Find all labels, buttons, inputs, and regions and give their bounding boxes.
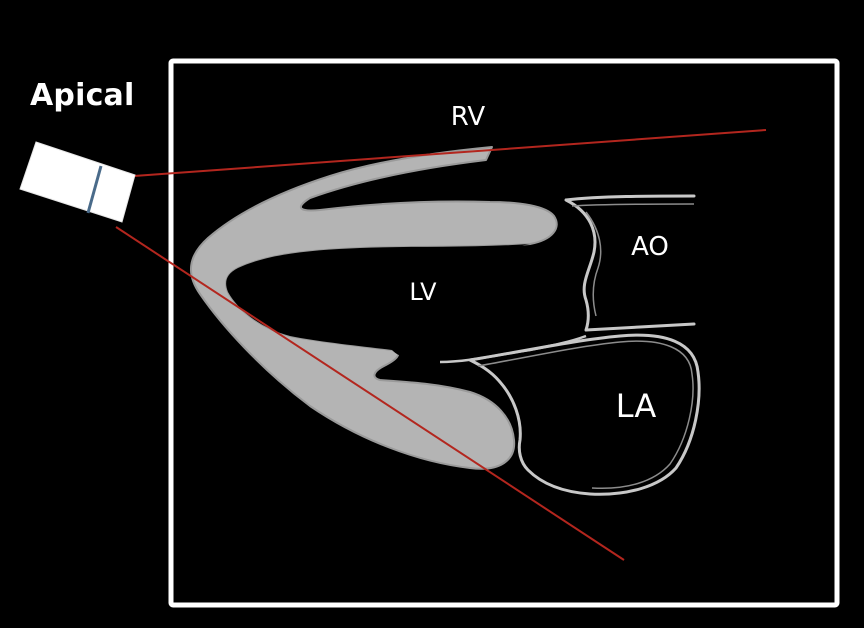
label-ao: AO (631, 232, 669, 262)
probe-body (19, 141, 136, 223)
aortic-root-inner-wall (571, 203, 695, 317)
mitral-valve-annulus (439, 334, 587, 364)
probe-position-label: Apical (30, 78, 135, 113)
probe-orientation-marker (86, 165, 103, 214)
ultrasound-transducer-icon (19, 141, 136, 223)
left-ventricle-cavity (226, 244, 530, 357)
left-ventricle-myocardium (189, 146, 558, 470)
scan-line-lower (115, 226, 625, 561)
scan-line-upper (133, 129, 767, 177)
left-atrium-outline (468, 333, 701, 496)
left-atrium-inner-wall (477, 340, 694, 490)
label-rv: RV (451, 102, 486, 132)
label-lv: LV (409, 278, 437, 306)
label-la: LA (616, 387, 657, 425)
aortic-root-outline (564, 194, 696, 332)
